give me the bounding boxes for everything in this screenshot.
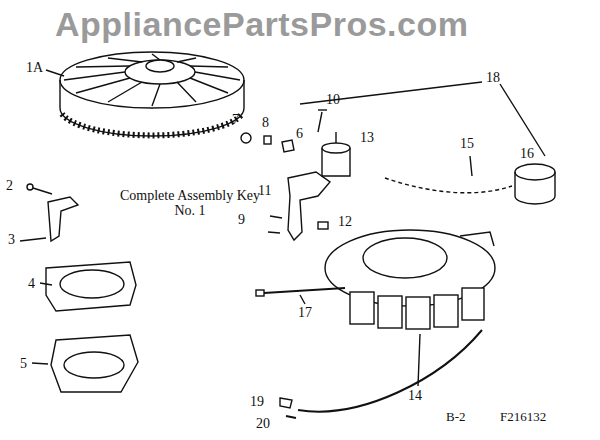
callout-number: 18 [486,70,500,85]
callout-number: 8 [262,115,269,130]
plate [51,335,138,392]
callout-number: 12 [338,214,352,229]
callout-number: 17 [298,305,312,320]
screws [268,216,282,233]
group-bracket [300,82,545,156]
leader-line [46,70,64,76]
pin [470,156,472,176]
condenser-lead [335,132,336,143]
callout-number: 14 [408,388,422,403]
screw [27,184,33,190]
ring-gear [62,114,242,135]
stator-hole [363,238,447,278]
flywheel-top [60,52,244,108]
cooling-fins [64,54,240,106]
cam-top [515,164,555,180]
watermark: AppliancePartsPros.com [55,6,468,43]
bracket [48,197,78,241]
callout-number: 20 [256,416,270,431]
leader-line [418,334,420,386]
callout-number: 9 [238,212,245,227]
coil [462,288,484,320]
leader-line [32,363,48,364]
callout-number: 6 [296,126,303,141]
callout-number: 19 [250,394,264,409]
callout-number: 13 [360,130,374,145]
callout-number: 16 [520,146,534,161]
callout-number: 15 [460,136,474,151]
wire [298,330,482,412]
coil [378,296,402,328]
drawing-number: F216132 [500,410,546,424]
callout-number: 4 [28,276,35,291]
callout-number: 7 [232,112,239,127]
coil [434,295,458,327]
ring-hole [60,270,124,298]
terminal [256,290,264,296]
leader-line [20,238,46,241]
drawing-number: B-2 [446,410,466,424]
callout-number: 1A [26,60,43,75]
washer [264,136,271,144]
leader-line [40,283,52,285]
stator-tab [460,232,494,246]
condenser-top [322,143,350,153]
callout-number: 2 [6,178,13,193]
hub-bore [146,60,174,72]
sleeve [286,416,296,418]
screw [318,112,322,132]
stator [325,230,495,329]
breaker-points [288,172,330,240]
callout-number: 10 [326,92,340,107]
coil [406,297,430,329]
plate-hole [64,352,124,378]
block [318,222,328,229]
clip [282,140,294,152]
nut [241,133,251,143]
callout-number: 5 [20,356,27,371]
callout-number: 3 [8,232,15,247]
ring-cover [46,262,136,311]
wire [264,288,345,293]
screw [33,188,52,194]
coil [350,292,374,324]
flywheel-hub [125,60,195,84]
callout-number: 11 [258,183,271,198]
flywheel [60,52,244,136]
screw-head [318,109,327,110]
wire [385,178,512,193]
leader-line [300,295,305,304]
cam-cylinder [515,172,555,204]
terminal [280,398,292,408]
